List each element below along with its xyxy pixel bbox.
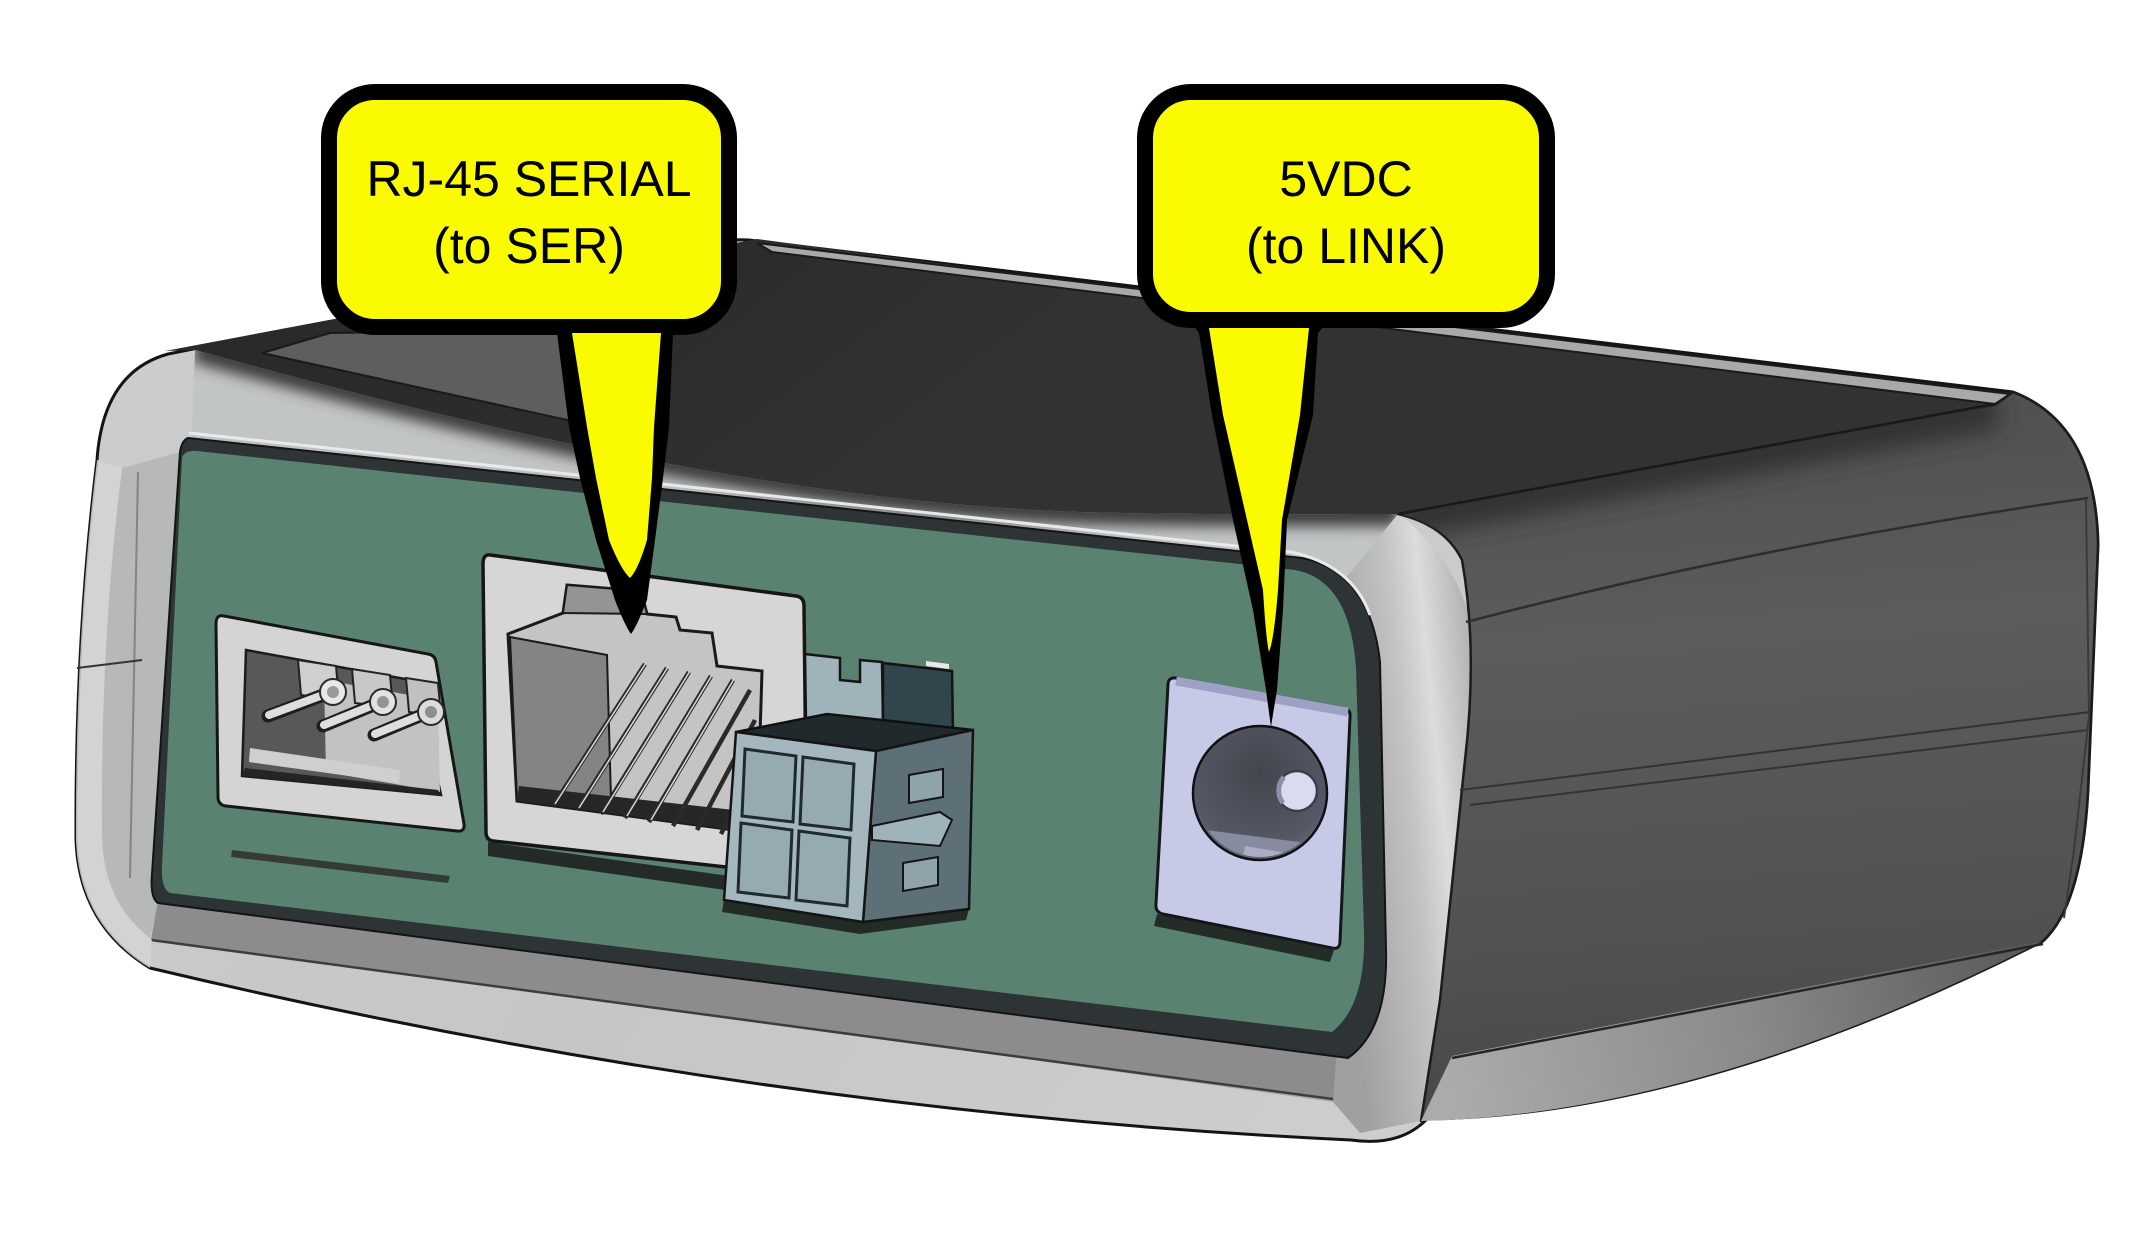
svg-text:(to SER): (to SER) <box>433 218 625 274</box>
svg-text:RJ-45 SERIAL: RJ-45 SERIAL <box>366 151 691 207</box>
svg-text:(to LINK): (to LINK) <box>1246 218 1446 274</box>
svg-text:5VDC: 5VDC <box>1279 151 1412 207</box>
